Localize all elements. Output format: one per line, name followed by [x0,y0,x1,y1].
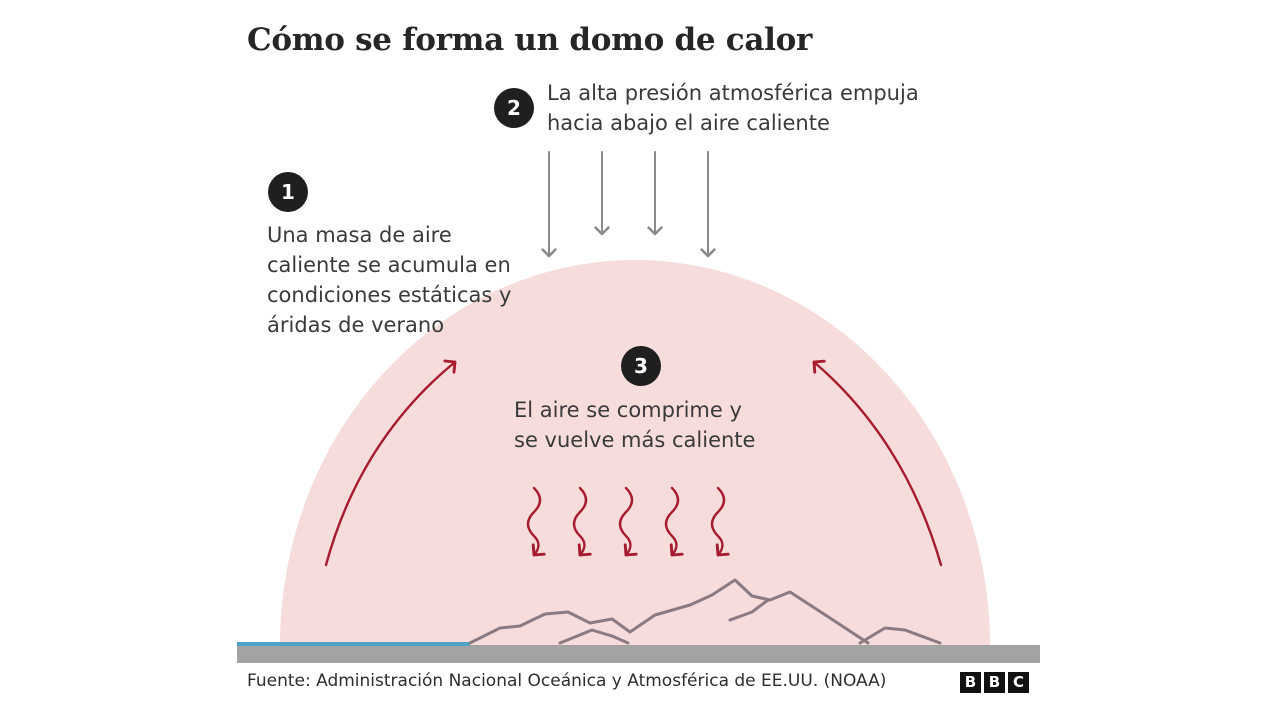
heat-dome [280,260,990,645]
step-1-line: Una masa de aire [267,223,452,247]
step-3-badge: 3 [621,346,661,386]
step-1-text: Una masa de aire caliente se acumula en … [267,220,511,340]
step-1-line: caliente se acumula en [267,253,511,277]
step-3-text: El aire se comprime y se vuelve más cali… [514,395,755,455]
bbc-logo: B B C [960,672,1029,693]
pressure-arrows [541,151,716,258]
rising-air-arrows [324,359,943,567]
step-3-line: se vuelve más caliente [514,428,756,452]
logo-letter: C [1008,672,1029,693]
logo-letter: B [984,672,1005,693]
source-credit: Fuente: Administración Nacional Oceánica… [247,671,887,691]
step-2-text: La alta presión atmosférica empuja hacia… [547,78,919,138]
wavy-down-arrow-icon [664,486,684,557]
step-1-badge: 1 [268,172,308,212]
mountain-icon [468,578,942,645]
ground-line [237,645,1040,663]
step-2-line: hacia abajo el aire caliente [547,111,830,135]
wavy-down-arrow-icon [526,486,546,557]
wavy-down-arrow-icon [618,486,638,557]
step-2-badge: 2 [494,88,534,128]
wavy-down-arrow-icon [572,486,592,557]
heat-arrows [526,486,730,557]
curved-up-arrow-icon [812,359,943,567]
step-2-line: La alta presión atmosférica empuja [547,81,919,105]
page-title: Cómo se forma un domo de calor [247,22,813,58]
wavy-down-arrow-icon [710,486,730,557]
logo-letter: B [960,672,981,693]
step-3-line: El aire se comprime y [514,398,742,422]
step-1-line: áridas de verano [267,313,445,337]
curved-up-arrow-icon [324,359,457,567]
step-1-line: condiciones estáticas y [267,283,512,307]
water-line [237,642,470,646]
